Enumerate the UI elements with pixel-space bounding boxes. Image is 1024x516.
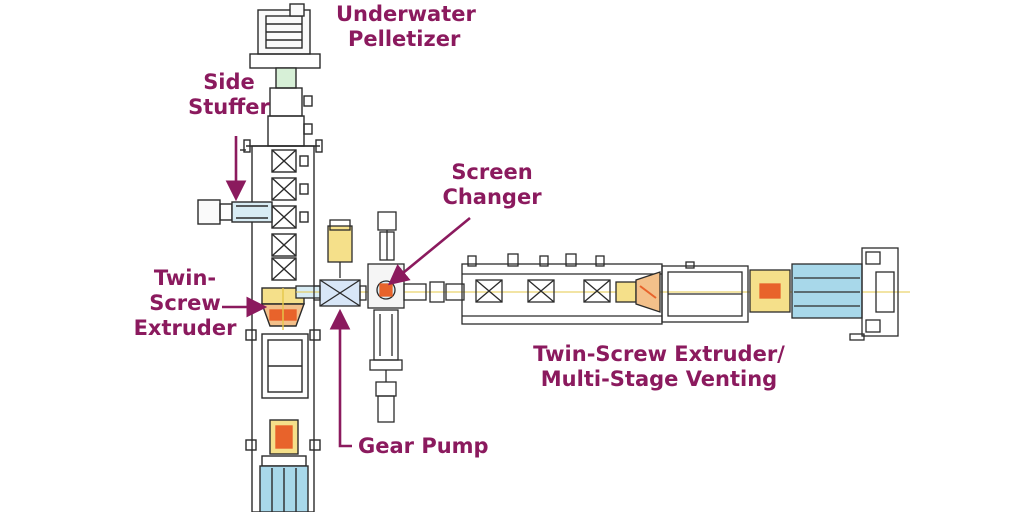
label-twin-screw-extruder: Twin- Screw Extruder	[133, 266, 237, 340]
label-gear-pump: Gear Pump	[358, 434, 489, 458]
annotation-arrows	[222, 136, 471, 448]
pelletizer-motor	[249, 3, 321, 69]
label-side-stuffer: Side Stuffer	[188, 70, 270, 119]
gear-pump	[313, 219, 367, 307]
barrel-sections	[271, 149, 309, 281]
vertical-extruder-column	[197, 3, 323, 513]
label-screen-changer: Screen Changer	[442, 160, 542, 209]
screen-changer	[367, 211, 405, 423]
side-stuffer	[197, 199, 273, 225]
feed-section	[261, 287, 305, 330]
horizontal-extruder	[403, 247, 899, 341]
column-motor	[259, 465, 309, 513]
label-twin-screw-extruder-venting: Twin-Screw Extruder/ Multi-Stage Venting	[533, 342, 785, 391]
lower-drive	[261, 419, 307, 467]
screen-changer-arrow	[387, 216, 471, 286]
gear-pump-arrow	[329, 308, 352, 448]
column-gearbox	[245, 329, 321, 451]
label-underwater-pelletizer: Underwater Pelletizer	[336, 2, 476, 51]
